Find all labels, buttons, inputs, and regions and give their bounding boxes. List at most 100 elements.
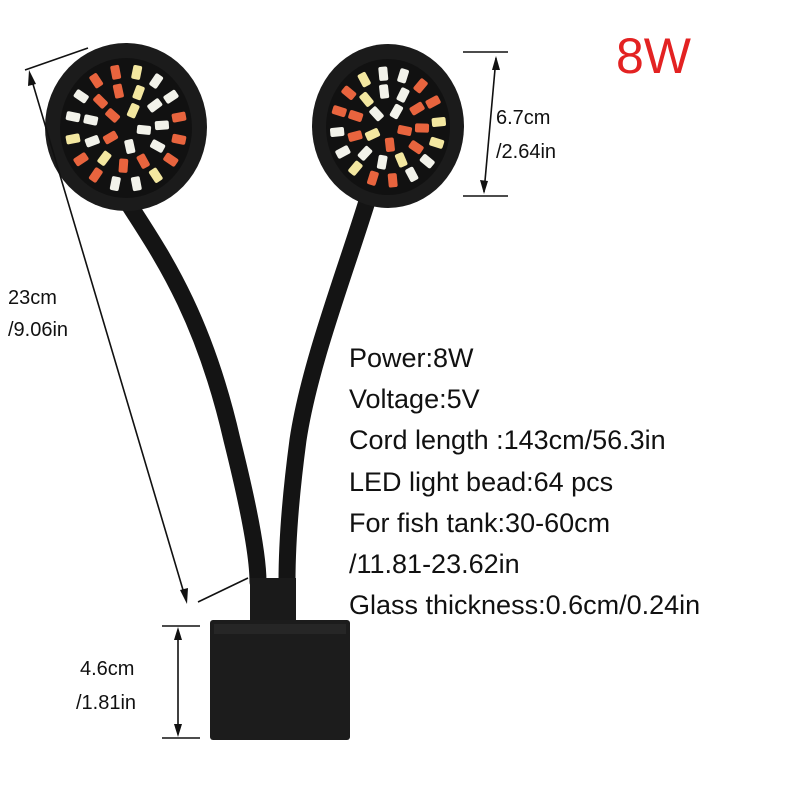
led-bead	[83, 114, 99, 126]
led-bead	[84, 135, 100, 148]
led-bead	[335, 145, 351, 159]
spec-fish-tank: For fish tank:30-60cm	[349, 507, 611, 538]
led-bead	[397, 68, 409, 84]
length-dim-line	[29, 73, 187, 601]
led-bead	[105, 108, 120, 123]
power-badge: 8W	[616, 28, 691, 84]
length-dim-bottom-tick	[197, 577, 249, 603]
length-dim-arrow-top	[28, 70, 36, 86]
led-bead	[88, 167, 103, 183]
length-dim-arrow-bottom	[180, 588, 188, 604]
led-bead	[65, 133, 81, 145]
led-bead	[131, 65, 143, 80]
led-bead	[73, 89, 89, 104]
led-bead	[429, 136, 445, 149]
led-bead	[405, 166, 419, 182]
led-bead	[65, 111, 81, 123]
led-bead	[396, 87, 410, 103]
head-width-cm: 6.7cm	[496, 107, 551, 129]
dimension-lines	[24, 47, 508, 739]
spec-list: Power:8W Voltage:5V Cord length :143cm/5…	[349, 338, 700, 626]
lamp-head-left-face	[60, 58, 192, 198]
length-dim-top-tick	[24, 47, 89, 71]
spec-power: Power:8W	[349, 343, 474, 373]
led-bead	[130, 176, 142, 192]
clip-height-in: /1.81in	[76, 692, 137, 714]
led-bead	[431, 117, 447, 127]
head-width-in: /2.64in	[496, 141, 557, 163]
left-gooseneck	[111, 181, 267, 591]
led-bead	[394, 152, 408, 168]
led-bead	[413, 78, 428, 94]
led-bead	[387, 173, 398, 188]
spec-cord-length: Cord length :143cm/56.3in	[349, 425, 666, 456]
led-bead	[89, 73, 104, 89]
led-bead	[364, 128, 381, 141]
led-bead	[397, 125, 413, 136]
led-bead	[132, 85, 145, 101]
head-dim-arrow-top	[492, 56, 500, 70]
led-bead	[124, 139, 136, 154]
led-bead	[148, 167, 163, 183]
led-bead	[408, 140, 424, 155]
head-dim-line	[483, 57, 497, 193]
mounting-clip	[210, 620, 350, 740]
right-gooseneck	[278, 176, 381, 591]
led-bead	[357, 72, 371, 88]
clip-neck	[250, 578, 296, 624]
led-bead	[171, 133, 187, 145]
led-array-left	[65, 64, 187, 192]
led-bead	[379, 84, 390, 99]
lamp-head-right	[312, 44, 464, 208]
head-dim-arrow-bottom	[480, 180, 488, 194]
led-bead	[118, 158, 129, 173]
led-bead	[147, 98, 163, 113]
led-bead	[97, 150, 112, 166]
led-bead	[110, 64, 122, 80]
led-bead	[347, 130, 363, 142]
led-bead	[150, 139, 166, 153]
led-bead	[419, 154, 435, 169]
clip-height-cm: 4.6cm	[80, 658, 135, 680]
led-bead	[93, 93, 108, 109]
led-bead	[73, 152, 89, 167]
led-bead	[136, 124, 152, 135]
lamp-head-left	[45, 43, 207, 211]
led-bead	[341, 85, 357, 100]
arm-length-cm: 23cm	[8, 287, 57, 309]
led-bead	[126, 103, 140, 119]
led-bead	[378, 66, 389, 81]
led-bead	[348, 160, 363, 176]
led-bead	[376, 154, 388, 170]
led-bead	[136, 153, 150, 169]
led-bead	[389, 103, 404, 120]
led-bead	[154, 120, 170, 131]
clip-dim-arrow-bottom	[174, 724, 182, 737]
led-bead	[359, 91, 374, 107]
led-bead	[109, 176, 121, 191]
arm-length-in: /9.06in	[8, 319, 69, 341]
led-bead	[367, 170, 379, 186]
spec-led-beads: LED light bead:64 pcs	[349, 466, 614, 497]
led-bead	[171, 111, 187, 123]
gooseneck-arms	[111, 176, 381, 591]
led-bead	[348, 110, 364, 122]
spec-glass-thickness: Glass thickness:0.6cm/0.24in	[349, 590, 701, 621]
led-bead	[409, 101, 425, 116]
led-bead	[163, 89, 179, 104]
led-bead	[414, 123, 430, 133]
led-bead	[384, 137, 395, 152]
led-bead	[331, 105, 347, 118]
led-bead	[425, 95, 441, 109]
led-bead	[102, 130, 119, 145]
led-array-right	[329, 66, 447, 188]
spec-voltage: Voltage:5V	[349, 384, 480, 415]
led-bead	[163, 152, 179, 167]
mounting-clip-edge	[214, 624, 346, 634]
led-bead	[329, 127, 345, 137]
clip-dim-arrow-top	[174, 627, 182, 640]
led-bead	[357, 145, 373, 161]
spec-fish-tank-inches: /11.81-23.62in	[349, 549, 520, 580]
led-bead	[369, 106, 384, 122]
